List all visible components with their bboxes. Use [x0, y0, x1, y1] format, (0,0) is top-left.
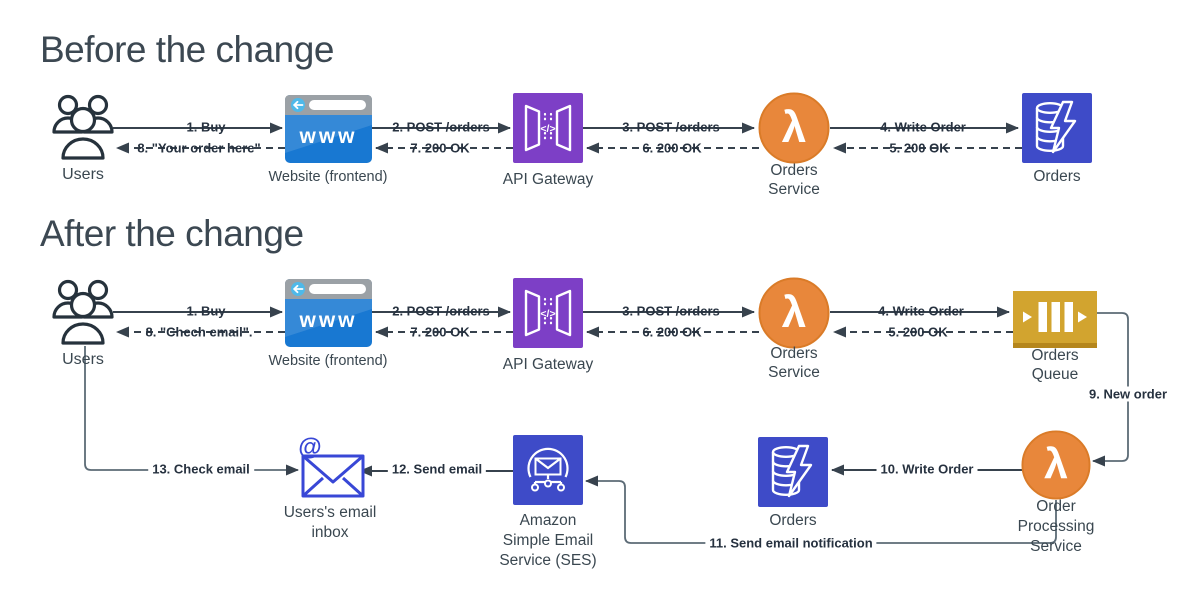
www-text: www — [298, 125, 357, 148]
api-gateway-label: API Gateway — [502, 171, 594, 188]
orders-queue-icon — [1013, 291, 1097, 353]
flow-label-buy: 1. Buy — [186, 303, 226, 319]
flow-label-post-orders-2: 3. POST /orders — [622, 303, 720, 319]
website-icon: www — [285, 279, 372, 352]
section-title-before: Before the change — [40, 29, 334, 70]
website-label: Website (frontend) — [268, 169, 388, 185]
flow-label-send-email: 12. Send email — [387, 461, 487, 477]
lambda-glyph: λ — [782, 288, 806, 337]
order-processing-lambda-icon: λ — [1021, 430, 1091, 505]
users-icon — [52, 94, 114, 165]
email-inbox-icon: @ — [291, 434, 369, 505]
connector-check-email — [84, 346, 299, 476]
orders-db-icon — [758, 437, 828, 512]
api-gateway-icon: </> — [513, 93, 583, 168]
flow-label-200ok-6: 6. 200 OK — [642, 140, 702, 156]
flow-label-200ok-5: 5. 200 OK — [889, 140, 949, 156]
flow-label-write-order-10: 10. Write Order — [876, 461, 978, 477]
flow-label-post-orders-1: 2. POST /orders — [392, 303, 490, 319]
users-label: Users — [62, 351, 104, 368]
flow-label-send-notification: 11. Send email notification — [705, 535, 877, 551]
api-gateway-label: API Gateway — [502, 356, 594, 373]
orders-db-label: Orders — [1033, 168, 1081, 185]
at-glyph: @ — [298, 436, 321, 461]
orders-db-label: Orders — [769, 512, 817, 529]
connector-send-notification — [585, 475, 1057, 544]
flow-label-200ok-7: 7. 200 OK — [410, 324, 470, 340]
flow-label-your-order-here: 8. "Your order here" — [137, 140, 261, 156]
orders-db-icon — [1022, 93, 1092, 168]
flow-label-new-order: 9. New order — [1084, 386, 1172, 402]
www-text: www — [298, 309, 357, 332]
flow-label-post-orders-2: 3. POST /orders — [622, 119, 720, 135]
flow-label-write-order: 4. Write Order — [880, 119, 966, 135]
flow-label-check-email: 13. Check email — [148, 461, 254, 477]
section-title-after: After the change — [40, 213, 304, 254]
users-icon — [52, 279, 114, 350]
flow-label-check-email-resp: 8. "Chech email". — [145, 324, 253, 340]
flow-label-write-order: 4. Write Order — [878, 303, 964, 319]
flow-label-post-orders-1: 2. POST /orders — [392, 119, 490, 135]
lambda-glyph: λ — [782, 103, 806, 152]
flow-label-buy: 1. Buy — [186, 119, 226, 135]
lambda-icon: λ — [758, 92, 830, 169]
flow-label-200ok-7: 7. 200 OK — [410, 140, 470, 156]
users-label: Users — [62, 166, 104, 183]
website-icon: www — [285, 95, 372, 168]
flow-label-200ok-6: 6. 200 OK — [642, 324, 702, 340]
ses-icon — [513, 435, 583, 510]
lambda-icon: λ — [758, 277, 830, 354]
website-label: Website (frontend) — [268, 353, 388, 369]
flow-label-200ok-5: 5. 200 OK — [888, 324, 948, 340]
lambda-glyph: λ — [1044, 441, 1068, 489]
api-gateway-icon: </> — [513, 278, 583, 353]
code-glyph: </> — [540, 308, 555, 320]
code-glyph: </> — [540, 123, 555, 135]
